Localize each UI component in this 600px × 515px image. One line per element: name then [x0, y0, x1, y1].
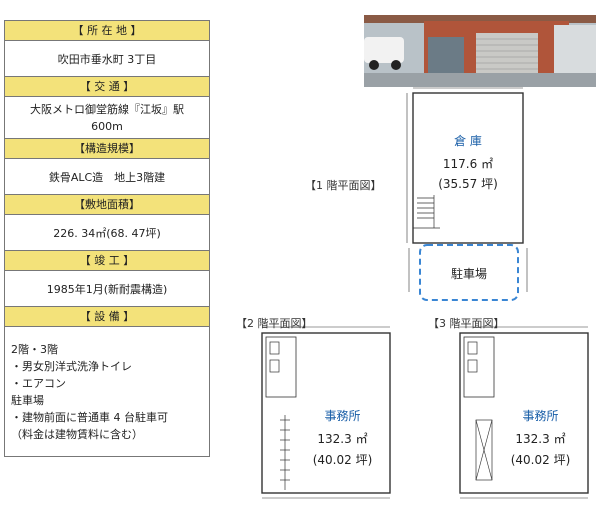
- floor1-plan: [406, 87, 528, 301]
- transport-value: 大阪メトロ御堂筋線『江坂』駅 600m: [4, 97, 210, 138]
- floor3-room-name: 事務所: [522, 409, 559, 423]
- equipment-header: 【 設 備 】: [4, 306, 210, 327]
- floor2-room-tsubo: (40.02 坪): [312, 453, 373, 467]
- floor3-room-tsubo: (40.02 坪): [510, 453, 571, 467]
- equipment-item: ・建物前面に普通車 4 台駐車可: [11, 410, 168, 424]
- parking-area: 駐車場: [420, 265, 518, 282]
- floor2-plan: [261, 326, 391, 499]
- transport-line1: 大阪メトロ御堂筋線『江坂』駅: [30, 102, 184, 116]
- completion-value: 1985年1月(新耐震構造): [4, 271, 210, 306]
- floor2-label: 【2 階平面図】: [236, 317, 313, 330]
- building-photo: [364, 15, 596, 87]
- equipment-item: 2階・3階: [11, 342, 58, 356]
- parking-label: 駐車場: [450, 267, 487, 281]
- structure-header: 【構造規模】: [4, 138, 210, 159]
- floor2-room-area: 132.3 ㎡: [317, 432, 368, 446]
- location-value: 吹田市垂水町 3丁目: [4, 41, 210, 76]
- floor3-room-area: 132.3 ㎡: [515, 432, 566, 446]
- equipment-item: 駐車場: [11, 393, 44, 407]
- transport-line2: 600m: [91, 119, 123, 133]
- building-photo-drawing: [364, 15, 596, 87]
- property-info-table: 【 所 在 地 】 吹田市垂水町 3丁目 【 交 通 】 大阪メトロ御堂筋線『江…: [4, 20, 210, 457]
- floor1-label: 【1 階平面図】: [305, 179, 382, 192]
- site-area-value: 226. 34㎡(68. 47坪): [4, 215, 210, 250]
- equipment-item: ・男女別洋式洗浄トイレ: [11, 359, 132, 373]
- floor3-room: 事務所 132.3 ㎡ (40.02 坪): [498, 407, 583, 468]
- floor3-plan: [459, 326, 589, 499]
- floor2-room-name: 事務所: [324, 409, 361, 423]
- site-area-header: 【敷地面積】: [4, 194, 210, 215]
- equipment-item: （料金は建物賃料に含む）: [11, 427, 143, 441]
- transport-header: 【 交 通 】: [4, 76, 210, 97]
- floor3-label: 【3 階平面図】: [428, 317, 505, 330]
- floor1-room: 倉 庫 117.6 ㎡ (35.57 坪): [413, 132, 523, 192]
- equipment-item: ・エアコン: [11, 376, 66, 390]
- floor1-room-area: 117.6 ㎡: [442, 157, 494, 171]
- floor2-room: 事務所 132.3 ㎡ (40.02 坪): [300, 407, 385, 468]
- location-header: 【 所 在 地 】: [4, 20, 210, 41]
- floor1-room-tsubo: (35.57 坪): [438, 177, 498, 191]
- completion-header: 【 竣 工 】: [4, 250, 210, 271]
- equipment-list: 2階・3階 ・男女別洋式洗浄トイレ ・エアコン 駐車場 ・建物前面に普通車 4 …: [4, 327, 210, 457]
- floor1-room-name: 倉 庫: [454, 134, 482, 148]
- structure-value: 鉄骨ALC造 地上3階建: [4, 159, 210, 194]
